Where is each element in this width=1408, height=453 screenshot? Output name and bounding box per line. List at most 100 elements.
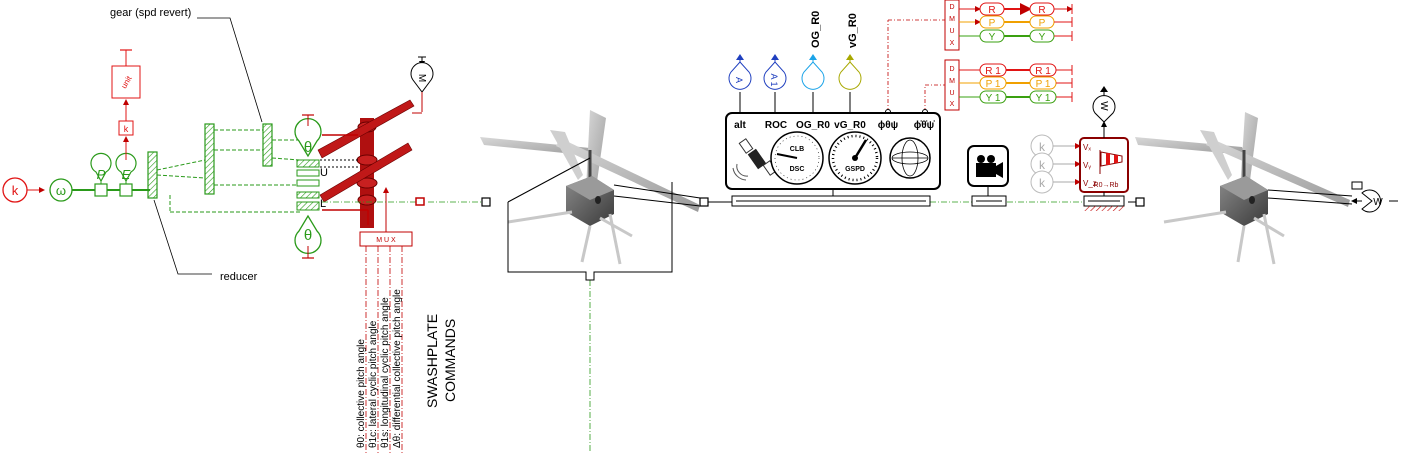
- wind-input-vz: V_z: [1083, 179, 1097, 188]
- p-sensor-label: P: [97, 167, 106, 182]
- output-a-label: A: [734, 77, 744, 83]
- demux2-out-y1b-label: Y 1: [1036, 93, 1051, 104]
- demux2-letter-d: D: [949, 66, 954, 73]
- port-connector-body-out[interactable]: [699, 197, 709, 207]
- camera-block[interactable]: [967, 145, 1009, 207]
- port-connector-right[interactable]: [1135, 197, 1145, 207]
- demux2-letter-x: X: [950, 101, 955, 108]
- gauge-clb-label: CLB: [790, 146, 804, 153]
- gauge-gspd-label: GSPD: [845, 166, 865, 173]
- output-og-r0-label: OG_R0: [810, 11, 822, 48]
- panel-col-alt: alt: [734, 120, 746, 131]
- theta-upper-label: θ: [304, 139, 312, 156]
- theta-lower-label: θ: [304, 227, 312, 244]
- panel-col-og: OG_R0: [796, 120, 830, 131]
- wind-frame-transform: R0→Rb: [1094, 182, 1119, 189]
- groundspeed-gauge-icon: GSPD: [828, 131, 882, 185]
- demux2-out-r1b-label: R 1: [1035, 66, 1051, 77]
- windsock-icon: [1099, 150, 1123, 174]
- demux2-out-p1-label: P 1: [986, 79, 1001, 90]
- demux-block-1[interactable]: [944, 0, 960, 51]
- demux-group-2: D M U X R 1 R 1 P 1 P 1 Y 1 Y 1: [944, 59, 1073, 111]
- output-og-r0-sensor[interactable]: [801, 61, 825, 90]
- lower-rotor-label: L: [320, 198, 326, 210]
- gear-stage-2[interactable]: [204, 123, 215, 195]
- gear-stage-1[interactable]: [147, 151, 158, 199]
- panel-col-euler: ϕθψ: [878, 120, 898, 131]
- swashplate-title-line1: SWASHPLATE: [424, 314, 440, 408]
- cmd-differential-collective: Δθ: differential collective pitch angle: [392, 289, 403, 448]
- demux1-out-p-label: P: [989, 18, 996, 29]
- altimeter-icon: [732, 138, 778, 181]
- w-sensor-right-label: W: [1373, 197, 1383, 208]
- drivetrain-section: k ω P E k unit: [2, 7, 458, 453]
- wind-k-z-label: k: [1039, 176, 1046, 190]
- demux1-out-r2-label: R: [1038, 5, 1045, 16]
- w-sensor-right[interactable]: W: [1351, 189, 1398, 213]
- demux1-letter-d: D: [949, 4, 954, 11]
- panel-col-euler-rate: ϕ̇θ̇ψ̇: [914, 120, 935, 131]
- demux2-letter-u: U: [949, 90, 954, 97]
- demux-block-2[interactable]: [944, 59, 960, 111]
- e-sensor-label: E: [122, 167, 131, 182]
- gear-stage-3[interactable]: [262, 123, 273, 167]
- helicopter-model-right[interactable]: [1135, 112, 1363, 265]
- gauge-dsc-label: DSC: [790, 166, 805, 173]
- upper-rotor-label: U: [320, 167, 328, 179]
- wind-input-vy: Vᵧ: [1083, 161, 1091, 170]
- w-sensor-top-label: W: [1098, 101, 1109, 111]
- wind-input-group: k k k: [1030, 134, 1081, 194]
- attitude-gauge-icon: [889, 137, 931, 179]
- demux1-out-y-label: Y: [989, 32, 996, 43]
- p-sensor-block[interactable]: [90, 152, 112, 183]
- joint-block-2[interactable]: [119, 183, 133, 197]
- k-gain-label: k: [124, 124, 129, 134]
- mux-label: M U X: [376, 237, 396, 244]
- reducer-annotation: reducer: [220, 271, 258, 283]
- demux2-out-p1b-label: P 1: [1036, 79, 1051, 90]
- output-vg-r0-sensor[interactable]: [838, 61, 862, 90]
- omega-label: ω: [56, 183, 66, 198]
- wind-disturbance-block[interactable]: Vₓ Vᵧ V_z R0→Rb: [1079, 121, 1129, 211]
- cmd-collective: θ0: collective pitch angle: [356, 339, 367, 448]
- helicopter-model-center[interactable]: [480, 110, 701, 281]
- climb-gauge-icon: CLB DSC: [770, 131, 824, 185]
- demux1-letter-u: U: [949, 28, 954, 35]
- demux1-letter-m: M: [949, 16, 955, 23]
- red-rotor-model[interactable]: [317, 99, 415, 228]
- demux1-out-r-label: R: [988, 5, 995, 16]
- wind-k-y-label: k: [1039, 158, 1046, 172]
- k-source-label: k: [12, 183, 19, 198]
- panel-col-roc: ROC: [765, 120, 787, 131]
- swashplate-title-line2: COMMANDS: [442, 319, 458, 402]
- gear-annotation: gear (spd revert): [110, 7, 191, 19]
- w-sensor-top[interactable]: W: [1092, 86, 1116, 123]
- port-connector-body-in[interactable]: [481, 197, 491, 207]
- port-connector-left[interactable]: [415, 197, 425, 206]
- demux2-letter-m: M: [949, 78, 955, 85]
- m-sensor-label: M: [416, 74, 427, 82]
- demux-group-1: D M U X R R P P Y Y: [944, 0, 1073, 51]
- output-vg-r0-label: vG_R0: [847, 13, 859, 48]
- reducer-leader-line: [153, 199, 212, 275]
- demux1-out-y2-label: Y: [1039, 32, 1046, 43]
- demux1-letter-x: X: [950, 40, 955, 47]
- wind-input-vx: Vₓ: [1083, 143, 1091, 152]
- wind-k-x-label: k: [1039, 140, 1046, 154]
- demux1-out-p2-label: P: [1039, 18, 1046, 29]
- gear-leader-line: [197, 17, 263, 123]
- output-a-sensor[interactable]: [728, 61, 752, 90]
- panel-col-vg: vG_R0: [834, 120, 866, 131]
- output-a1-sensor[interactable]: [763, 61, 787, 90]
- instrument-panel[interactable]: alt ROC OG_R0 vG_R0 ϕθψ ϕ̇θ̇ψ̇ CLB DSC G…: [725, 112, 941, 207]
- output-a1-label: A 1: [769, 73, 779, 86]
- output-sensors: A A 1 OG_R0 vG_R0: [728, 11, 945, 115]
- demux2-out-r1-label: R 1: [985, 66, 1001, 77]
- joint-block-1[interactable]: [94, 183, 108, 197]
- connection-lines: [322, 197, 1145, 453]
- m-sensor-block[interactable]: [410, 62, 434, 93]
- rotor-joint-stack[interactable]: [296, 159, 320, 211]
- cmd-lateral-cyclic: θ1c: lateral cyclic pitch angle: [368, 320, 379, 448]
- cmd-longitudinal-cyclic: θ1s: longitudinal cyclic pitch angle: [380, 297, 391, 448]
